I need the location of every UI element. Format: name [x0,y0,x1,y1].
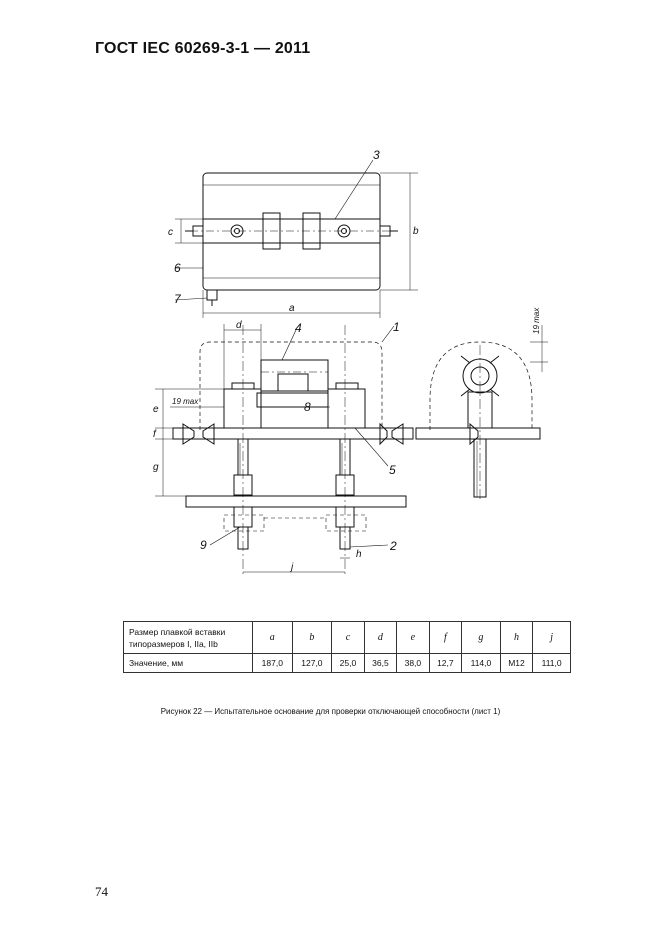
dim-19-max-side: 19 max [532,307,541,334]
table-cell: 127,0 [291,653,333,673]
top-view [174,159,418,318]
column-header: h [499,621,534,654]
dim-b: b [413,226,419,237]
side-view [415,325,548,500]
callout-7: 7 [174,292,182,306]
technical-drawing: a b c d e f g h j 19 max 19 max 1 2 3 4 … [153,148,548,575]
callout-6: 6 [174,261,181,275]
dim-d: d [236,320,242,331]
callout-2: 2 [389,539,397,553]
document-header: ГОСТ IEC 60269-3-1 — 2011 [95,40,311,57]
dim-h: h [356,549,362,560]
column-header: g [461,621,501,654]
column-header: j [532,621,571,654]
table-cell: 12,7 [428,653,463,673]
table-cell: 36,5 [363,653,398,673]
callout-3: 3 [373,148,380,162]
callout-8: 8 [304,400,311,414]
table-cell: 187,0 [252,653,293,673]
column-header: f [428,621,463,654]
column-header: e [396,621,430,654]
dim-f: f [153,429,157,440]
figure-caption: Рисунок 22 — Испытательное основание для… [160,707,501,716]
callout-9: 9 [200,538,207,552]
table-cell: 111,0 [532,653,571,673]
dim-19-max-front: 19 max [172,397,199,406]
table-row-label: Значение, мм [123,653,253,673]
table-cell: M12 [499,653,534,673]
table-row: Значение, мм 187,0 127,0 25,0 36,5 38,0 … [123,653,571,673]
table-row-label: Размер плавкой вставки типоразмеров I, I… [123,621,253,654]
callout-1: 1 [393,320,400,334]
table-cell: 25,0 [331,653,365,673]
callout-4: 4 [295,321,302,335]
column-header: a [252,621,293,654]
dimensions-table: Размер плавкой вставки типоразмеров I, I… [123,621,571,673]
dim-c: c [168,227,173,238]
dim-a: a [289,303,295,314]
front-view [155,324,414,575]
column-header: d [363,621,398,654]
table-cell: 38,0 [396,653,430,673]
page-number: 74 [95,884,108,899]
table-header-row: Размер плавкой вставки типоразмеров I, I… [123,621,571,654]
dim-e: e [153,404,159,415]
callout-5: 5 [389,463,396,477]
dim-g: g [153,462,159,473]
table-cell: 114,0 [461,653,501,673]
column-header: b [291,621,333,654]
column-header: c [331,621,365,654]
dim-j: j [289,562,294,573]
